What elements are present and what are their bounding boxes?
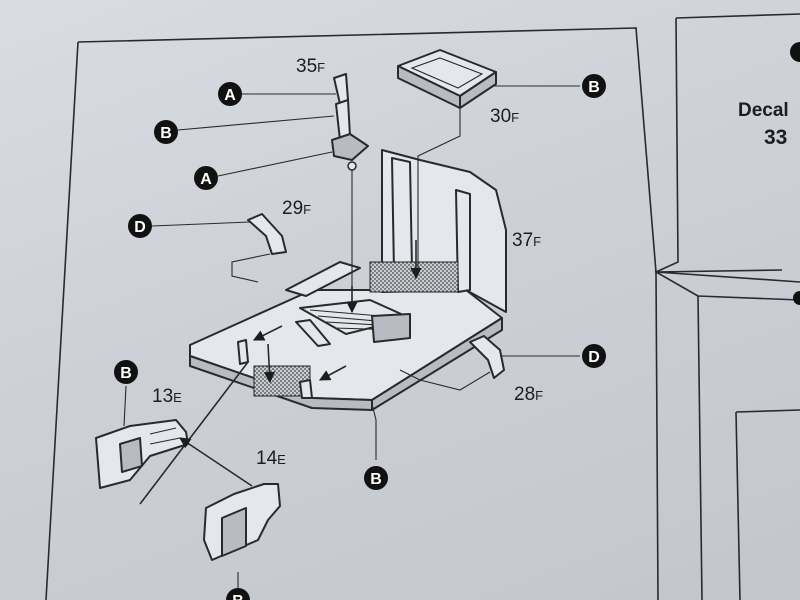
svg-text:D: D (134, 219, 146, 236)
assembly-arrows (179, 240, 422, 487)
svg-text:B: B (160, 125, 172, 142)
svg-text:D: D (588, 349, 600, 366)
badge-a-35-bottom: A (194, 166, 218, 190)
badge-b-35: B (154, 120, 178, 144)
connector-lines (123, 85, 580, 590)
part-label-37: 37F (512, 230, 541, 251)
part-label-28: 28F (514, 384, 543, 405)
svg-text:B: B (120, 365, 132, 382)
part-13-block (95, 419, 189, 489)
badge-d-right (793, 291, 800, 305)
pedal-28-guide (399, 369, 491, 391)
part-30-tray (397, 49, 497, 109)
svg-text:B: B (588, 79, 600, 96)
decal-arrow-frame (655, 269, 800, 283)
part-label-13: 13E (152, 386, 182, 407)
part-label-30: 30F (490, 106, 519, 127)
svg-text:A: A (224, 87, 236, 104)
badge-b-floor: B (364, 466, 388, 490)
svg-text:B: B (232, 593, 244, 600)
part-label-29: 29F (282, 198, 311, 219)
decal-label: Decal (738, 100, 789, 121)
part-29-pedal (247, 213, 287, 255)
part-28-pedal (469, 335, 505, 379)
badge-a-35-top: A (218, 82, 242, 106)
part-14-block (203, 483, 281, 561)
badge-d-29: D (128, 214, 152, 238)
badge-b-30: B (582, 74, 606, 98)
floor-platform (189, 149, 507, 411)
part-label-35: 35F (296, 56, 325, 77)
badge-top-right (790, 42, 800, 62)
part-35-lever (331, 73, 369, 171)
badge-d-28: D (582, 344, 606, 368)
step-frame-main (45, 27, 659, 600)
badge-b-14: B (226, 588, 250, 600)
part-label-14: 14E (256, 448, 286, 469)
decal-number: 33 (764, 126, 787, 149)
svg-text:A: A (200, 171, 212, 188)
badge-b-13: B (114, 360, 138, 384)
svg-text:B: B (370, 471, 382, 488)
pedal-29-guide (231, 253, 271, 283)
tray-guide-line (417, 108, 461, 270)
